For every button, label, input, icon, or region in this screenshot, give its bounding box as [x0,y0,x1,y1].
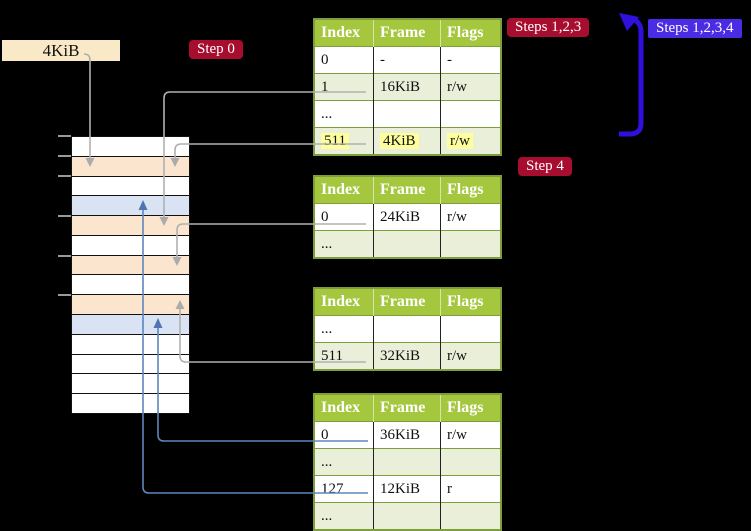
table-cell: 511 [314,342,374,370]
highlight: 4KiB [380,132,419,149]
table-cell: 0 [314,203,374,231]
memory-row-white [72,354,189,375]
highlight: 511 [321,132,349,149]
memory-row-white [72,176,189,197]
memory-row-white [72,275,189,296]
table-cell: 24KiB [373,203,441,231]
table-cell: 4KiB [373,127,441,155]
table-cell: r/w [440,73,501,101]
table-cell: 1 [314,73,374,101]
table-cell: - [440,46,501,74]
table-cell [440,315,501,343]
memory-row-blue [72,196,189,217]
column-header: Index [314,176,374,204]
step4-badge: Step 4 [518,157,572,176]
table-row: ... [314,502,501,530]
column-header: Frame [373,176,441,204]
table-cell: 36KiB [373,421,441,449]
table-cell [440,502,501,530]
highlight: r/w [447,132,473,149]
memory-tick [58,135,71,137]
column-header: Flags [440,394,501,422]
table-cell [440,100,501,128]
table-cell: ... [314,100,374,128]
table-cell: ... [314,230,374,258]
memory-row-white [72,334,189,355]
column-header: Frame [373,394,441,422]
table-row: ... [314,230,501,258]
table-cell: 16KiB [373,73,441,101]
step0-badge: Step 0 [189,40,243,59]
memory-column [71,136,190,414]
table-row: ... [314,448,501,476]
memory-row-peach [72,216,189,236]
table-row: 511 4KiB r/w [314,127,501,155]
table-cell: 12KiB [373,475,441,503]
table-cell: r/w [440,421,501,449]
table-cell [440,448,501,476]
memory-tick [58,215,71,217]
table-cell: 127 [314,475,374,503]
table-cell [373,100,441,128]
column-header: Flags [440,176,501,204]
memory-tick [58,294,71,296]
table-row: ... [314,100,501,128]
memory-row-white [72,374,189,395]
steps-flow-arrowhead-icon [619,13,639,31]
table-cell [373,230,441,258]
table-cell: r/w [440,127,501,155]
table-cell: ... [314,448,374,476]
table-cell: ... [314,315,374,343]
table-cell [440,230,501,258]
memory-row-blue [72,315,189,335]
table-cell: ... [314,502,374,530]
memory-row-peach [72,255,189,276]
table-cell: r/w [440,203,501,231]
memory-row-peach [72,156,189,177]
memory-row-white [72,394,189,413]
memory-row-white [72,235,189,256]
table-cell: - [373,46,441,74]
memory-tick [58,155,71,157]
table-cell: r/w [440,342,501,370]
steps-1234-badge: Steps 1,2,3,4 [648,19,742,38]
column-header: Frame [373,19,441,47]
column-header: Frame [373,288,441,316]
memory-tick [58,175,71,177]
table-cell [373,315,441,343]
table-cell: 0 [314,421,374,449]
table-row: 0-- [314,46,501,74]
table-cell: r [440,475,501,503]
memory-tick [58,255,71,257]
column-header: Index [314,19,374,47]
steps-123-badge: Steps 1,2,3 [507,18,590,37]
column-header: Flags [440,19,501,47]
column-header: Flags [440,288,501,316]
column-header: Index [314,288,374,316]
table-cell [373,502,441,530]
table-cell: 511 [314,127,374,155]
table-cell: 32KiB [373,342,441,370]
page-size-box: 4KiB [2,40,120,61]
column-header: Index [314,394,374,422]
memory-row-peach [72,295,189,316]
memory-row-white [72,137,189,157]
table-cell: 0 [314,46,374,74]
table-cell [373,448,441,476]
steps-flow-arrow-line [619,17,644,137]
table-row: ... [314,315,501,343]
